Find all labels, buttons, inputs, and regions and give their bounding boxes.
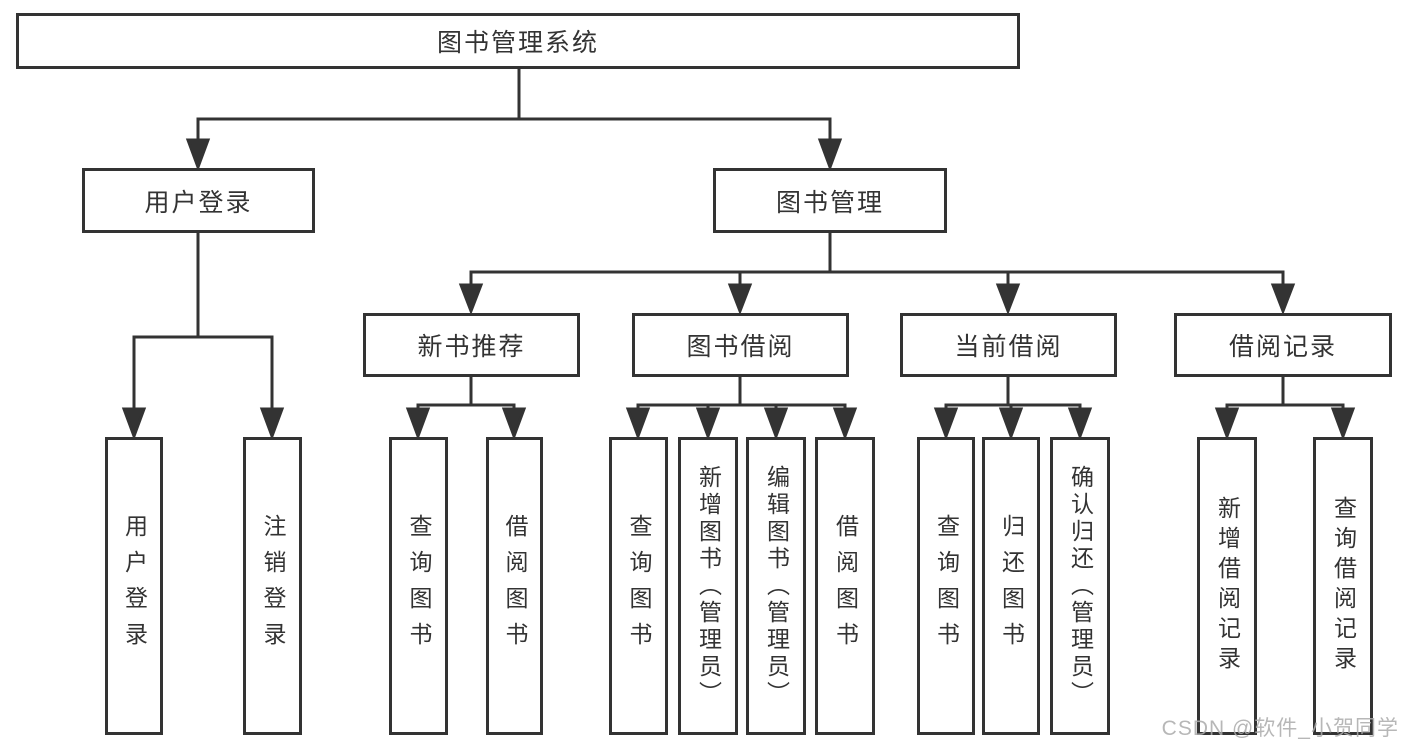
node-leaf-query-books-3: 查询图书 xyxy=(917,437,975,735)
arrowhead-down-icon xyxy=(501,407,527,441)
arrowhead-down-icon xyxy=(625,407,651,441)
arrowhead-down-icon xyxy=(1270,283,1296,316)
node-leaf-query-books-1: 查询图书 xyxy=(389,437,448,735)
node-label: 注销登录 xyxy=(260,514,286,658)
arrowhead-down-icon xyxy=(405,407,431,441)
node-label: 新增借阅记录 xyxy=(1214,496,1241,676)
node-borrowing-records: 借阅记录 xyxy=(1174,313,1392,377)
node-leaf-borrow-books-1: 借阅图书 xyxy=(486,437,543,735)
arrowhead-down-icon xyxy=(185,138,211,172)
node-leaf-query-books-2: 查询图书 xyxy=(609,437,668,735)
arrowhead-down-icon xyxy=(727,283,753,316)
node-label: 新增图书（管理员） xyxy=(695,464,722,708)
node-label: 图书管理 xyxy=(775,188,884,217)
node-leaf-query-borrow-record: 查询借阅记录 xyxy=(1313,437,1373,735)
arrowhead-down-icon xyxy=(995,283,1021,316)
csdn-watermark: CSDN @软件_小贺同学 xyxy=(1161,717,1399,740)
node-label: 借阅记录 xyxy=(1228,333,1337,361)
arrowhead-down-icon xyxy=(933,407,959,441)
node-label: 查询图书 xyxy=(626,514,652,658)
node-label: 新书推荐 xyxy=(417,333,526,361)
arrowhead-down-icon xyxy=(998,407,1024,441)
node-label: 用户登录 xyxy=(121,514,148,658)
node-leaf-edit-books-admin: 编辑图书（管理员） xyxy=(746,437,806,735)
node-new-book-recommend: 新书推荐 xyxy=(363,313,580,377)
arrowhead-down-icon xyxy=(458,283,484,316)
node-leaf-logout: 注销登录 xyxy=(243,437,302,735)
node-label: 编辑图书（管理员） xyxy=(763,464,790,708)
arrowhead-down-icon xyxy=(817,138,843,172)
node-label: 图书借阅 xyxy=(686,333,795,361)
arrowhead-down-icon xyxy=(763,407,789,441)
node-user-login: 用户登录 xyxy=(82,168,315,233)
arrowhead-down-icon xyxy=(1330,407,1356,441)
node-current-borrowing: 当前借阅 xyxy=(900,313,1117,377)
arrowhead-down-icon xyxy=(695,407,721,441)
node-label: 当前借阅 xyxy=(954,333,1063,361)
node-label: 借阅图书 xyxy=(832,514,859,658)
node-label: 用户登录 xyxy=(144,188,253,217)
node-label: 图书管理系统 xyxy=(436,29,599,57)
node-leaf-add-books-admin: 新增图书（管理员） xyxy=(678,437,738,735)
node-leaf-user-login: 用户登录 xyxy=(105,437,163,735)
arrowhead-down-icon xyxy=(121,407,147,441)
node-leaf-add-borrow-record: 新增借阅记录 xyxy=(1197,437,1257,735)
node-label: 查询图书 xyxy=(933,514,960,658)
node-book-borrowing: 图书借阅 xyxy=(632,313,849,377)
node-book-management: 图书管理 xyxy=(713,168,947,233)
arrowhead-down-icon xyxy=(1214,407,1240,441)
node-label: 确认归还（管理员） xyxy=(1067,464,1094,708)
arrowhead-down-icon xyxy=(259,407,285,441)
node-library-management-system: 图书管理系统 xyxy=(16,13,1020,69)
arrowhead-down-icon xyxy=(832,407,858,441)
node-label: 查询图书 xyxy=(406,514,432,658)
node-label: 借阅图书 xyxy=(502,514,528,658)
node-label: 归还图书 xyxy=(998,514,1025,658)
node-leaf-confirm-return-admin: 确认归还（管理员） xyxy=(1050,437,1110,735)
node-leaf-return-books: 归还图书 xyxy=(982,437,1040,735)
node-label: 查询借阅记录 xyxy=(1330,496,1357,676)
arrowhead-down-icon xyxy=(1067,407,1093,441)
node-leaf-borrow-books-2: 借阅图书 xyxy=(815,437,875,735)
